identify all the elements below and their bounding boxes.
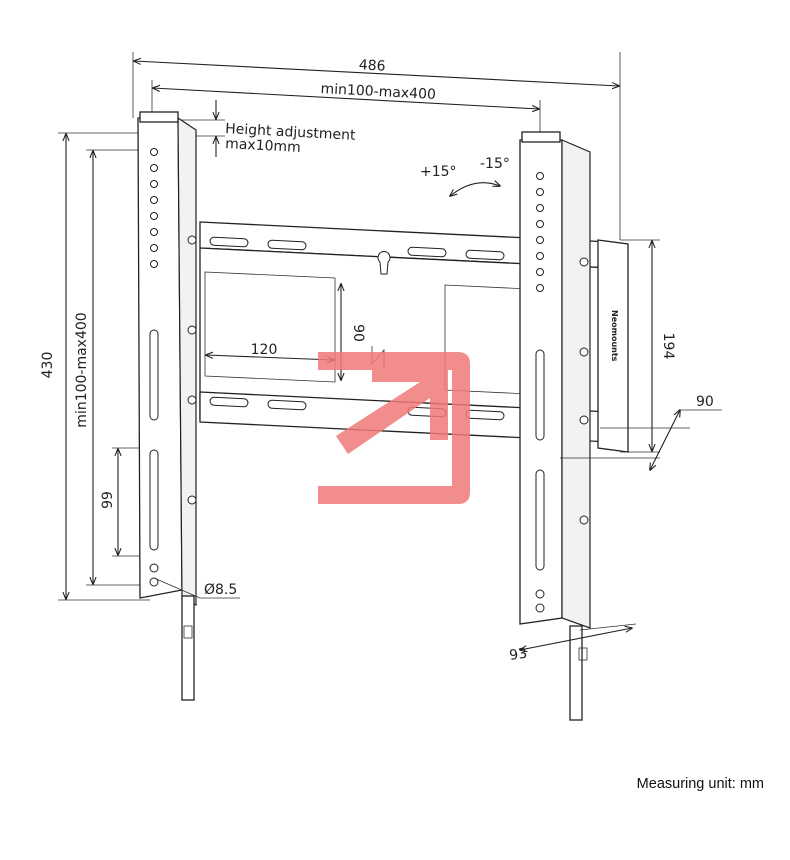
height-adjustment-label: Height adjustment [225,121,357,144]
brand-watermark [318,352,470,504]
dimension-120: 120 [206,342,334,360]
tilt-up-label: +15° [420,164,457,180]
height-adjustment-value: max10mm [225,136,301,156]
dimension-486: 486 [132,52,621,240]
dim-depth-93-label: 93 [508,646,528,664]
dim-194-label: 194 [660,333,676,360]
hole-diameter-callout: Ø8.5 [153,577,240,599]
height-adjustment-callout: Height adjustment max10mm [170,100,356,157]
dimension-depth-93: 93 [508,623,637,664]
dim-430-label: 430 [40,352,56,379]
dimension-vertical-span: min100-max400 [74,149,150,586]
dim-bracket-span-label: min100-max400 [320,81,436,103]
right-tv-bracket [519,131,629,721]
dim-vertical-span-label: min100-max400 [74,312,90,427]
brand-label: Neomounts [610,310,619,362]
dim-90-slot-label: 90 [350,324,366,342]
tilt-indicator: +15° -15° [420,156,510,196]
dim-depth-90-label: 90 [696,394,714,410]
tilt-down-label: -15° [480,156,510,172]
dim-120-label: 120 [251,342,278,358]
measuring-unit-label: Measuring unit: mm [636,776,764,792]
left-tv-bracket [137,111,197,701]
dim-99-label: 99 [100,491,116,509]
wall-plate [199,221,611,443]
dimension-430: 430 [40,132,150,601]
dim-486-label: 486 [358,57,386,74]
hole-diameter-label: Ø8.5 [204,582,237,598]
dimension-depth-90: 90 [560,394,722,470]
